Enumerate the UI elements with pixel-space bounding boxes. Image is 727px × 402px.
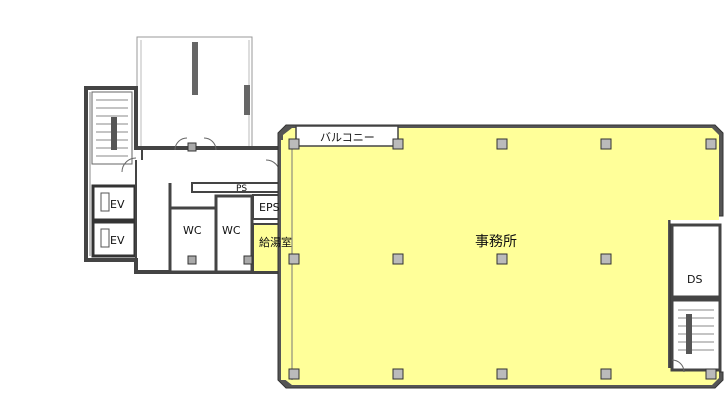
column	[496, 253, 508, 265]
column	[288, 138, 300, 150]
ps-label: PS	[236, 184, 247, 194]
office-label: 事務所	[475, 234, 517, 250]
balcony-strip	[295, 125, 399, 147]
column	[600, 253, 612, 265]
stair-right	[670, 298, 722, 373]
column	[705, 368, 717, 380]
column	[496, 368, 508, 380]
column	[496, 138, 508, 150]
ev-lower-label: EV	[110, 234, 125, 247]
column	[392, 253, 404, 265]
balcony-label: バルコニー	[320, 131, 375, 144]
kitchen-label: 給湯室	[259, 235, 292, 249]
upper-balcony	[136, 36, 253, 150]
column	[288, 368, 300, 380]
columns	[288, 138, 717, 380]
column	[600, 368, 612, 380]
column	[392, 368, 404, 380]
ev-upper-label: EV	[110, 198, 125, 211]
wc-left-label: WC	[183, 224, 202, 237]
stair-left	[91, 91, 133, 165]
eps-label: EPS	[259, 201, 280, 214]
ds-label: DS	[687, 273, 702, 286]
column	[705, 138, 717, 150]
ds-room	[670, 223, 722, 299]
column	[600, 138, 612, 150]
wc-right-label: WC	[222, 224, 241, 237]
column	[392, 138, 404, 150]
column	[288, 253, 300, 265]
ev-upper-shaft	[91, 184, 137, 222]
